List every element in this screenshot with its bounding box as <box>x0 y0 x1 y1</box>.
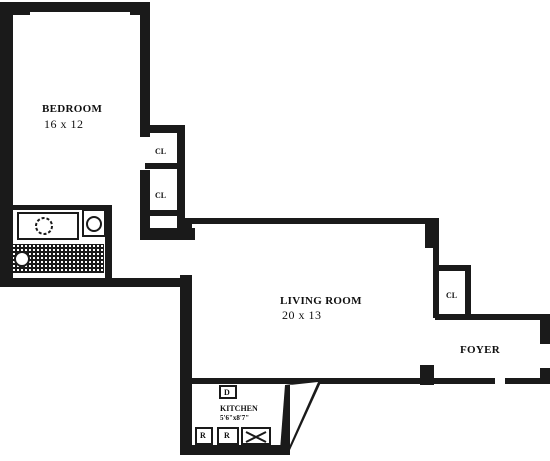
closet-label-bedroom-lower: CL <box>155 191 167 200</box>
closet-label-living: CL <box>446 291 458 300</box>
range-label: R <box>200 431 206 440</box>
bedroom-dimensions: 16 x 12 <box>44 117 84 131</box>
bathroom <box>10 205 112 280</box>
living-room-label: LIVING ROOM <box>280 295 362 307</box>
bedroom-label: BEDROOM <box>42 103 103 115</box>
kitchen-dimensions: 5'6"x8'7" <box>220 414 250 422</box>
kitchen <box>180 378 322 455</box>
bedroom-walls <box>0 2 190 287</box>
dishwasher-label: D <box>224 388 230 397</box>
kitchen-label: KITCHEN <box>220 404 258 413</box>
closet-label-bedroom-upper: CL <box>155 147 167 156</box>
foyer-label: FOYER <box>460 344 500 356</box>
living-room-dimensions: 20 x 13 <box>282 308 322 322</box>
refrigerator-label: R <box>224 431 230 440</box>
living-room-walls <box>180 218 550 455</box>
